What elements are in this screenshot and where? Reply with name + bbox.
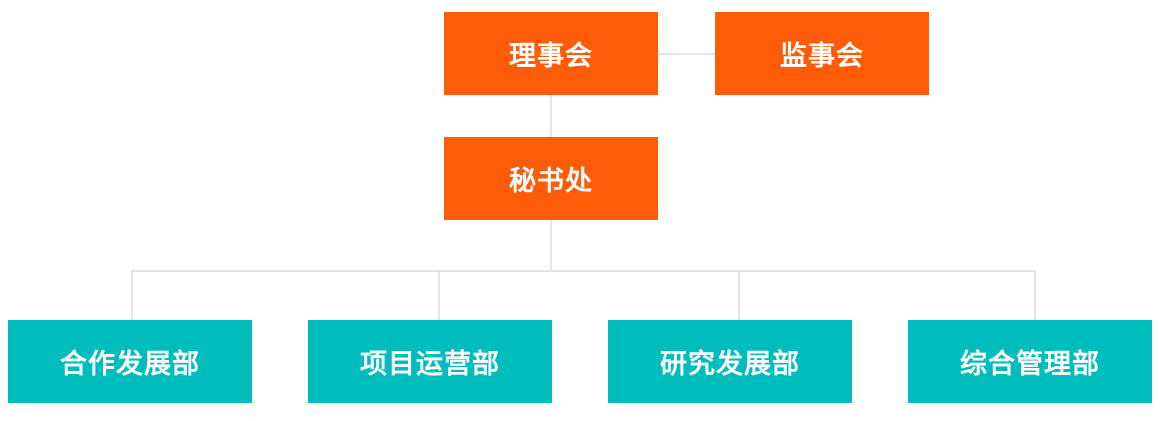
department-box-project-operations: 项目运营部 (308, 320, 552, 403)
department-label: 综合管理部 (960, 349, 1100, 380)
secretariat-label: 秘书处 (509, 166, 593, 197)
supervisors-label: 监事会 (780, 41, 864, 72)
department-label: 项目运营部 (360, 349, 500, 380)
department-box-general-management: 综合管理部 (908, 320, 1152, 403)
board-label: 理事会 (509, 41, 593, 72)
department-box-cooperation: 合作发展部 (8, 320, 252, 403)
department-label: 研究发展部 (660, 349, 800, 380)
department-label: 合作发展部 (60, 349, 200, 380)
secretariat-box: 秘书处 (444, 137, 658, 220)
supervisors-box: 监事会 (715, 12, 929, 95)
department-box-research: 研究发展部 (608, 320, 852, 403)
board-box: 理事会 (444, 12, 658, 95)
